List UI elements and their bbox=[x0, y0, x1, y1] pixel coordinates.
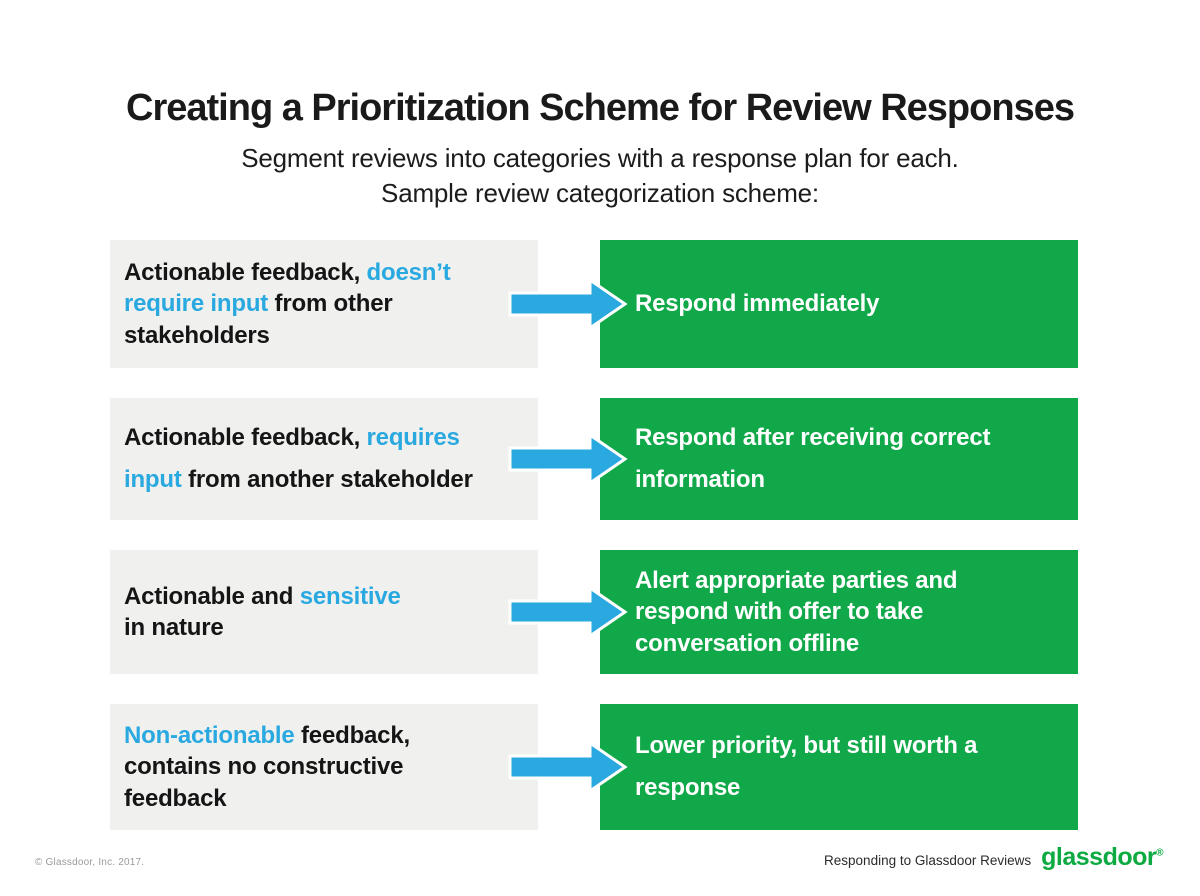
slide-subtitle: Segment reviews into categories with a r… bbox=[0, 141, 1200, 210]
subtitle-line-2: Sample review categorization scheme: bbox=[381, 177, 819, 208]
copyright-text: © Glassdoor, Inc. 2017. bbox=[35, 857, 145, 868]
response-text: Respond immediately bbox=[635, 290, 880, 318]
response-box: Respond immediately bbox=[600, 240, 1078, 368]
category-text-segment: requires input bbox=[124, 424, 460, 493]
scheme-row: Actionable feedback, requires input from… bbox=[110, 398, 1078, 520]
categorization-scheme: Actionable feedback, doesn’t require inp… bbox=[110, 240, 1078, 860]
category-text-segment: Actionable feedback, bbox=[124, 259, 367, 287]
flow-arrow-icon bbox=[508, 740, 628, 794]
category-text-segment: from other stakeholders bbox=[124, 290, 393, 349]
category-text-segment: Non-actionable bbox=[124, 722, 295, 750]
category-text-segment: feedback, contains no constructive feedb… bbox=[124, 722, 410, 812]
category-text-segment: Actionable feedback, bbox=[124, 424, 367, 452]
scheme-row: Non-actionable feedback, contains no con… bbox=[110, 704, 1078, 830]
scheme-row: Actionable and sensitive in nature Alert … bbox=[110, 550, 1078, 674]
footer-right: Responding to Glassdoor Reviews glassdoo… bbox=[824, 843, 1163, 872]
category-text-segment: Actionable and bbox=[124, 582, 300, 610]
category-text: Non-actionable feedback, contains no con… bbox=[124, 720, 410, 814]
registered-mark: ® bbox=[1156, 847, 1163, 859]
category-box: Actionable feedback, requires input from… bbox=[110, 398, 538, 520]
category-text: Actionable and sensitive in nature bbox=[124, 581, 401, 643]
deck-title: Responding to Glassdoor Reviews bbox=[824, 853, 1032, 868]
category-text: Actionable feedback, requires input from… bbox=[124, 417, 473, 500]
response-text: Respond after receiving correct informat… bbox=[635, 424, 991, 493]
category-text-segment: from another stakeholder bbox=[181, 466, 473, 493]
slide-title: Creating a Prioritization Scheme for Rev… bbox=[126, 87, 1075, 130]
response-text: Lower priority, but still worth a respon… bbox=[635, 732, 978, 801]
category-text-segment: in nature bbox=[124, 614, 224, 641]
glassdoor-logo-text: glassdoor bbox=[1041, 843, 1157, 871]
category-text-segment: doesn’t require input bbox=[124, 259, 451, 318]
response-text: Alert appropriate parties and respond wi… bbox=[635, 567, 958, 657]
subtitle-line-1: Segment reviews into categories with a r… bbox=[241, 143, 959, 173]
scheme-row: Actionable feedback, doesn’t require inp… bbox=[110, 240, 1078, 368]
category-box: Actionable and sensitive in nature bbox=[110, 550, 538, 674]
response-box: Respond after receiving correct informat… bbox=[600, 398, 1078, 520]
flow-arrow-icon bbox=[508, 432, 628, 486]
flow-arrow-icon bbox=[508, 585, 628, 639]
response-box: Alert appropriate parties and respond wi… bbox=[600, 550, 1078, 674]
response-box: Lower priority, but still worth a respon… bbox=[600, 704, 1078, 830]
flow-arrow-icon bbox=[508, 277, 628, 331]
category-box: Non-actionable feedback, contains no con… bbox=[110, 704, 538, 830]
category-box: Actionable feedback, doesn’t require inp… bbox=[110, 240, 538, 368]
category-text: Actionable feedback, doesn’t require inp… bbox=[124, 257, 451, 351]
category-text-segment: sensitive bbox=[299, 582, 401, 610]
glassdoor-logo: glassdoor® bbox=[1041, 843, 1163, 872]
